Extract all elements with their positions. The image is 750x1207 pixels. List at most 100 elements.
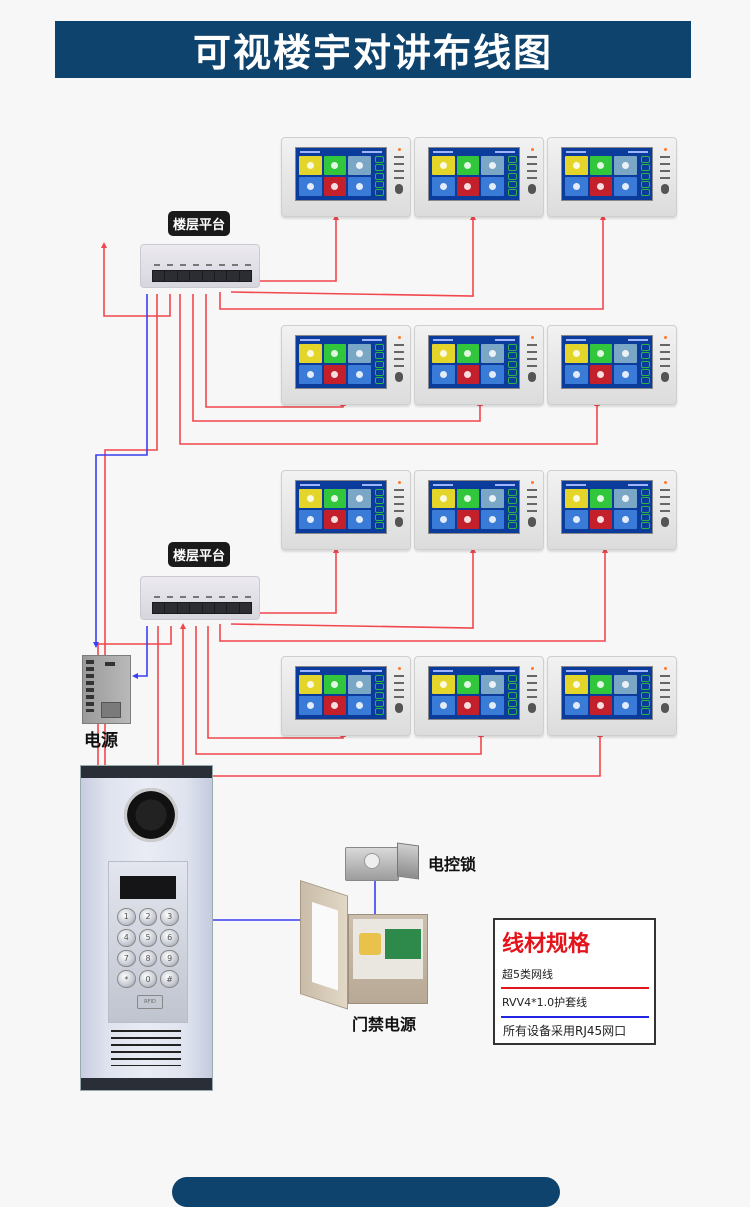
menu-tile — [589, 696, 613, 715]
wire — [93, 294, 148, 648]
wire — [230, 547, 476, 629]
legend-item-rvv: RVV4*1.0护套线 — [502, 996, 588, 1009]
keypad-key: 2 — [138, 908, 158, 926]
menu-tile — [614, 489, 637, 508]
menu-tile — [614, 510, 637, 529]
power-wires — [93, 294, 376, 921]
title-banner: 可视楼宇对讲布线图 — [55, 21, 691, 78]
menu-tile — [565, 510, 588, 529]
menu-tile — [456, 675, 480, 694]
electric-lock — [345, 842, 420, 881]
wire — [195, 626, 484, 755]
wire — [101, 242, 171, 317]
menu-tile — [589, 675, 613, 694]
monitor-buttons — [660, 667, 670, 727]
monitor-screen — [561, 147, 653, 201]
menu-tile — [589, 344, 613, 363]
menu-tile — [589, 177, 613, 196]
monitor-screen — [428, 480, 520, 534]
menu-tile — [565, 156, 588, 175]
menu-tile — [323, 489, 347, 508]
menu-tile — [565, 365, 588, 384]
menu-tile — [565, 675, 588, 694]
rfid-icon: RFID — [137, 995, 163, 1009]
floor-switch-lower — [140, 576, 260, 620]
wire — [179, 294, 600, 445]
keypad-key: # — [160, 970, 179, 988]
menu-tile — [481, 365, 504, 384]
menu-tile — [589, 489, 613, 508]
menu-tile — [323, 344, 347, 363]
speaker-grill — [111, 1030, 181, 1066]
menu-tile — [299, 156, 322, 175]
wire — [219, 214, 606, 310]
monitor-screen — [295, 147, 387, 201]
monitor-screen — [428, 147, 520, 201]
power-supply — [82, 655, 131, 724]
keypad-key: 0 — [138, 970, 158, 988]
menu-tile — [348, 510, 371, 529]
menu-tile — [348, 344, 371, 363]
menu-tile — [299, 344, 322, 363]
legend-swatch-blue — [501, 1016, 649, 1018]
monitor-buttons — [394, 667, 404, 727]
menu-tile — [565, 696, 588, 715]
floor-switch-label-lower: 楼层平台 — [168, 542, 231, 567]
menu-tile — [481, 696, 504, 715]
wire — [132, 626, 148, 679]
monitor-screen — [295, 335, 387, 389]
monitor-screen — [428, 335, 520, 389]
camera-icon — [124, 788, 178, 842]
menu-tile — [614, 365, 637, 384]
legend-item-rj45: 所有设备采用RJ45网口 — [503, 1024, 627, 1038]
menu-tile — [323, 675, 347, 694]
menu-tile — [481, 156, 504, 175]
menu-tile — [432, 177, 455, 196]
keypad-key: 1 — [117, 908, 136, 926]
menu-tile — [481, 344, 504, 363]
power-supply-label: 电源 — [84, 731, 118, 751]
rj45-ports — [152, 270, 252, 282]
menu-tile — [481, 675, 504, 694]
menu-tile — [432, 156, 455, 175]
monitor-buttons — [527, 336, 537, 396]
menu-tile — [432, 365, 455, 384]
legend-item-cat5e: 超5类网线 — [502, 968, 553, 981]
menu-tile — [456, 365, 480, 384]
indoor-monitor — [281, 656, 411, 736]
indoor-monitor — [547, 325, 677, 405]
monitor-screen — [295, 480, 387, 534]
menu-tile — [348, 696, 371, 715]
menu-tile — [456, 156, 480, 175]
menu-tile — [299, 696, 322, 715]
monitor-buttons — [660, 481, 670, 541]
menu-tile — [456, 344, 480, 363]
menu-tile — [565, 177, 588, 196]
indoor-monitor — [547, 470, 677, 550]
menu-tile — [614, 344, 637, 363]
indoor-monitor — [547, 137, 677, 217]
keypad-key: 9 — [160, 949, 179, 968]
monitor-screen — [561, 335, 653, 389]
wire — [205, 294, 346, 408]
menu-tile — [589, 156, 613, 175]
menu-tile — [481, 510, 504, 529]
floor-switch-label-upper: 楼层平台 — [168, 211, 231, 236]
keypad-key: 4 — [117, 928, 136, 947]
menu-tile — [614, 675, 637, 694]
monitor-buttons — [527, 667, 537, 727]
indoor-monitor — [281, 137, 411, 217]
keypad-key: 3 — [160, 908, 179, 926]
menu-tile — [348, 156, 371, 175]
wire — [258, 547, 339, 614]
indoor-monitor — [414, 137, 544, 217]
wire — [258, 214, 339, 282]
menu-tile — [432, 489, 455, 508]
menu-tile — [614, 156, 637, 175]
monitor-buttons — [394, 336, 404, 396]
menu-tile — [323, 177, 347, 196]
menu-tile — [565, 344, 588, 363]
